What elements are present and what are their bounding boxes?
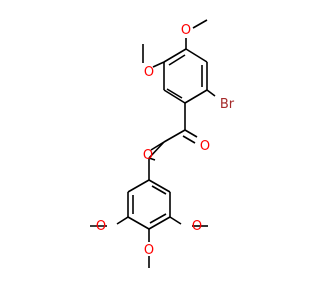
bond (148, 179, 171, 193)
bond (192, 19, 208, 29)
oxygen-atom-bottom-right: O (192, 219, 202, 234)
bond (184, 129, 198, 138)
bond (163, 89, 186, 104)
bond (152, 61, 165, 68)
bond (148, 216, 171, 230)
oxygen-atom-top-left: O (144, 65, 154, 80)
oxygen-atom-bottom-center: O (144, 243, 154, 258)
bond (127, 179, 150, 193)
bond (166, 88, 183, 99)
atom-labels: O O Br O O O O O (96, 23, 235, 258)
bond (163, 129, 186, 143)
bond (184, 89, 208, 104)
bond (148, 157, 156, 161)
bonds (90, 19, 216, 268)
bond (182, 135, 196, 144)
molecule-structure: O O Br O O O O O (90, 19, 235, 268)
oxygen-atom-bottom-left: O (96, 219, 106, 234)
bond (169, 216, 182, 225)
molecule-canvas: O O Br O O O O O (90, 19, 235, 268)
bond (163, 48, 187, 63)
bond (151, 185, 167, 195)
bond (127, 216, 150, 230)
bond (150, 141, 165, 151)
bond (206, 89, 216, 97)
bond (185, 48, 208, 63)
bond (149, 213, 167, 224)
carbonyl-oxygen-atom: O (200, 139, 210, 154)
epoxide-oxygen-atom: O (143, 148, 153, 163)
bond (116, 216, 129, 225)
bond (148, 141, 165, 159)
bromine-atom: Br (220, 97, 235, 112)
bond (168, 54, 186, 66)
oxygen-atom-top-right: O (181, 23, 191, 38)
